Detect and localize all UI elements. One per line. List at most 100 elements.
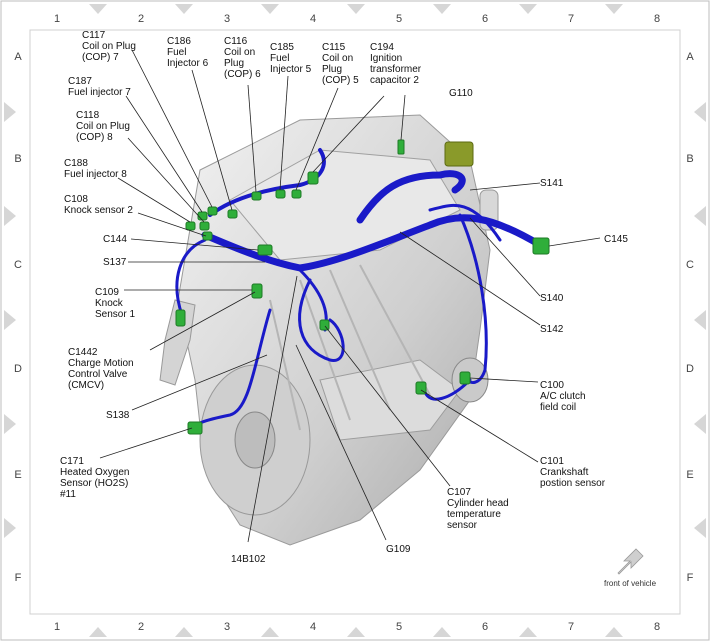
grid-col-top-3: 3 bbox=[224, 13, 230, 25]
front-arrow-icon bbox=[617, 548, 644, 575]
callout-g110-line: G110 bbox=[449, 88, 473, 99]
branch-left-loop bbox=[175, 238, 207, 317]
callout-s140: S140 bbox=[540, 293, 564, 304]
callout-c171-line: Sensor (HO2S) bbox=[60, 478, 128, 489]
callout-c107-line: sensor bbox=[447, 520, 478, 531]
connector-c187 bbox=[197, 211, 208, 221]
grid-row-right-E: E bbox=[686, 469, 693, 481]
connector-c116 bbox=[251, 191, 262, 201]
air-intake-tube bbox=[159, 299, 196, 386]
exhaust-manifold bbox=[319, 359, 461, 441]
callout-c108-line: Knock sensor 2 bbox=[64, 205, 133, 216]
callout-c118-line: C118 bbox=[76, 110, 100, 121]
front-of-vehicle-label: front of vehicle bbox=[604, 579, 657, 588]
grid-row-right-A: A bbox=[686, 51, 694, 63]
border-markers bbox=[4, 4, 706, 637]
callout-g110: G110 bbox=[449, 88, 473, 99]
callout-c115-line: Plug bbox=[322, 64, 342, 75]
branch-s140 bbox=[428, 203, 502, 242]
callout-c1442-line: C1442 bbox=[68, 347, 98, 358]
grid-row-left-C: C bbox=[14, 259, 22, 271]
callout-c187-line: C187 bbox=[68, 76, 92, 87]
grid-col-bottom-3: 3 bbox=[224, 621, 230, 633]
callout-c188-line: C188 bbox=[64, 158, 88, 169]
callout-s141-line: S141 bbox=[540, 178, 564, 189]
callout-c144-line: C144 bbox=[103, 234, 127, 245]
callout-c1442-line: Control Valve bbox=[68, 369, 128, 380]
grid-col-bottom-2: 2 bbox=[138, 621, 144, 633]
callout-p14b102: 14B102 bbox=[231, 554, 266, 565]
connector-c109 bbox=[251, 283, 263, 299]
grid-col-bottom-6: 6 bbox=[482, 621, 488, 633]
callout-g109: G109 bbox=[386, 544, 411, 555]
callout-c145: C145 bbox=[604, 234, 628, 245]
engine-ribs bbox=[269, 264, 431, 431]
callout-c186-line: Injector 6 bbox=[167, 58, 209, 69]
branch-top-coils bbox=[208, 148, 326, 217]
leader-lines bbox=[99, 49, 601, 543]
callout-c101-line: C101 bbox=[540, 456, 564, 467]
grid-col-top-8: 8 bbox=[654, 13, 660, 25]
callout-c101-line: postion sensor bbox=[540, 478, 606, 489]
callout-c109-line: Sensor 1 bbox=[95, 309, 135, 320]
callout-c171-line: #11 bbox=[60, 489, 76, 500]
connectors bbox=[175, 139, 550, 435]
callout-c186-line: Fuel bbox=[167, 47, 186, 58]
callout-c116-line: C116 bbox=[224, 36, 248, 47]
callout-s137-line: S137 bbox=[103, 257, 127, 268]
callout-c107-line: temperature bbox=[447, 509, 501, 520]
grid-col-top-7: 7 bbox=[568, 13, 574, 25]
connector-c194 bbox=[307, 171, 319, 185]
grid-col-top-4: 4 bbox=[310, 13, 316, 25]
grid-row-left-D: D bbox=[14, 363, 22, 375]
callout-c185-line: C185 bbox=[270, 42, 294, 53]
callout-c116-line: (COP) 6 bbox=[224, 69, 261, 80]
callout-c1442-line: (CMCV) bbox=[68, 380, 104, 391]
connector-cmcv bbox=[175, 309, 186, 327]
grid-row-left-E: E bbox=[14, 469, 21, 481]
grid-col-bottom-1: 1 bbox=[54, 621, 60, 633]
callout-c171-line: C171 bbox=[60, 456, 84, 467]
grid-col-bottom-4: 4 bbox=[310, 621, 316, 633]
branch-mid-loop bbox=[298, 278, 345, 362]
connector-c185 bbox=[275, 189, 286, 199]
flywheel-hub bbox=[234, 411, 276, 469]
callout-s138-line: S138 bbox=[106, 410, 130, 421]
callout-s142: S142 bbox=[540, 324, 564, 335]
trunk-upper-right bbox=[356, 170, 466, 224]
callout-c118-line: (COP) 8 bbox=[76, 132, 113, 143]
grid-col-top-5: 5 bbox=[396, 13, 402, 25]
callout-c115-line: (COP) 5 bbox=[322, 75, 359, 86]
connector-c108 bbox=[202, 231, 213, 241]
grid-col-top-6: 6 bbox=[482, 13, 488, 25]
connector-c186 bbox=[227, 209, 238, 219]
callout-c117-line: C117 bbox=[82, 30, 106, 41]
callout-c115-line: C115 bbox=[322, 42, 346, 53]
connector-c144 bbox=[257, 244, 273, 256]
callout-s141: S141 bbox=[540, 178, 564, 189]
grid-row-right-D: D bbox=[686, 363, 694, 375]
callout-c118-line: Coil on Plug bbox=[76, 121, 130, 132]
callout-c116-line: Plug bbox=[224, 58, 244, 69]
callout-c188-line: Fuel injector 8 bbox=[64, 169, 127, 180]
callout-c100-line: A/C clutch bbox=[540, 391, 586, 402]
connector-c117 bbox=[207, 206, 218, 216]
callout-c100-line: C100 bbox=[540, 380, 564, 391]
connector-c100 bbox=[459, 371, 471, 385]
